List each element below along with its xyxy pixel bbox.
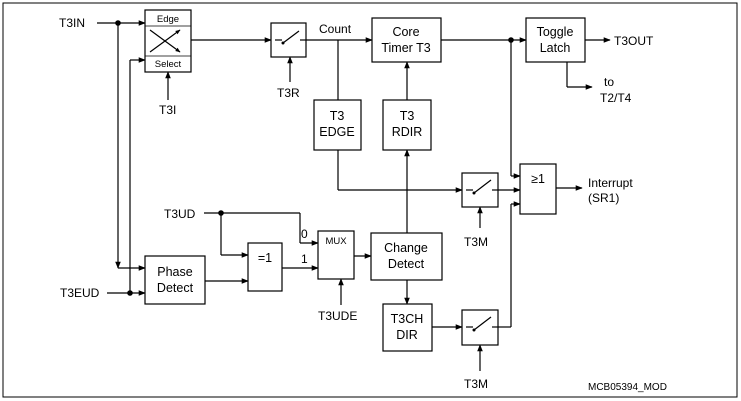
t3in-label: T3IN: [59, 16, 85, 30]
core-timer-block: Core Timer T3: [371, 17, 442, 63]
phase-detect-line1: Phase: [157, 265, 192, 279]
count-label: Count: [319, 22, 352, 36]
t3m-switch-bottom: [461, 309, 499, 346]
t3edge-block: T3 EDGE: [313, 99, 362, 151]
phase-detect-block: Phase Detect: [144, 255, 206, 305]
change-detect-line1: Change: [384, 241, 428, 255]
t3i-label: T3I: [159, 103, 176, 117]
t3chdir-block: T3CH DIR: [382, 303, 433, 352]
figure-code: MCB05394_MOD: [588, 382, 667, 393]
or-gate: ≥1: [519, 163, 557, 215]
t3chdir-line2: DIR: [396, 328, 418, 342]
t3rdir-line1: T3: [400, 109, 415, 123]
sr1-label: (SR1): [588, 191, 619, 205]
toggle-latch-line1: Toggle: [537, 25, 574, 39]
change-detect-block: Change Detect: [370, 232, 443, 281]
xor-gate-label: =1: [258, 251, 272, 265]
edge-select-block: Edge Select: [144, 9, 192, 73]
core-timer-line1: Core: [392, 25, 419, 39]
mux-label: MUX: [325, 236, 347, 247]
phase-detect-line2: Detect: [157, 281, 194, 295]
t3eud-label: T3EUD: [60, 286, 100, 300]
t3m-bottom-label: T3M: [464, 377, 488, 391]
t2t4-label: T2/T4: [600, 91, 632, 105]
t3m-top-label: T3M: [464, 235, 488, 249]
interrupt-label: Interrupt: [588, 176, 633, 190]
mux-input-1-label: 1: [301, 252, 308, 266]
xor-gate: =1: [247, 242, 283, 292]
edge-select-line1: Edge: [157, 14, 179, 25]
core-timer-line2: Timer T3: [381, 41, 430, 55]
or-gate-label: ≥1: [531, 172, 545, 186]
t3r-switch: [270, 22, 307, 58]
toggle-latch-block: Toggle Latch: [525, 17, 586, 63]
mux-block: MUX: [317, 230, 355, 280]
t3ude-label: T3UDE: [318, 309, 357, 323]
signal-labels: T3IN T3I T3R Count T3OUT to T2/T4 Interr…: [59, 16, 667, 393]
t3out-label: T3OUT: [614, 34, 654, 48]
t3r-label: T3R: [277, 86, 300, 100]
change-detect-line2: Detect: [388, 257, 425, 271]
t3rdir-block: T3 RDIR: [382, 99, 432, 151]
t3m-switch-top: [461, 172, 499, 208]
toggle-latch-line2: Latch: [540, 41, 571, 55]
t3edge-line2: EDGE: [319, 125, 354, 139]
t3ud-label: T3UD: [164, 207, 196, 221]
mux-input-0-label: 0: [301, 227, 308, 241]
edge-select-line2: Select: [155, 59, 182, 70]
t3rdir-line2: RDIR: [392, 125, 423, 139]
t3chdir-line1: T3CH: [391, 312, 424, 326]
to-label: to: [604, 75, 614, 89]
t3edge-line1: T3: [330, 109, 345, 123]
